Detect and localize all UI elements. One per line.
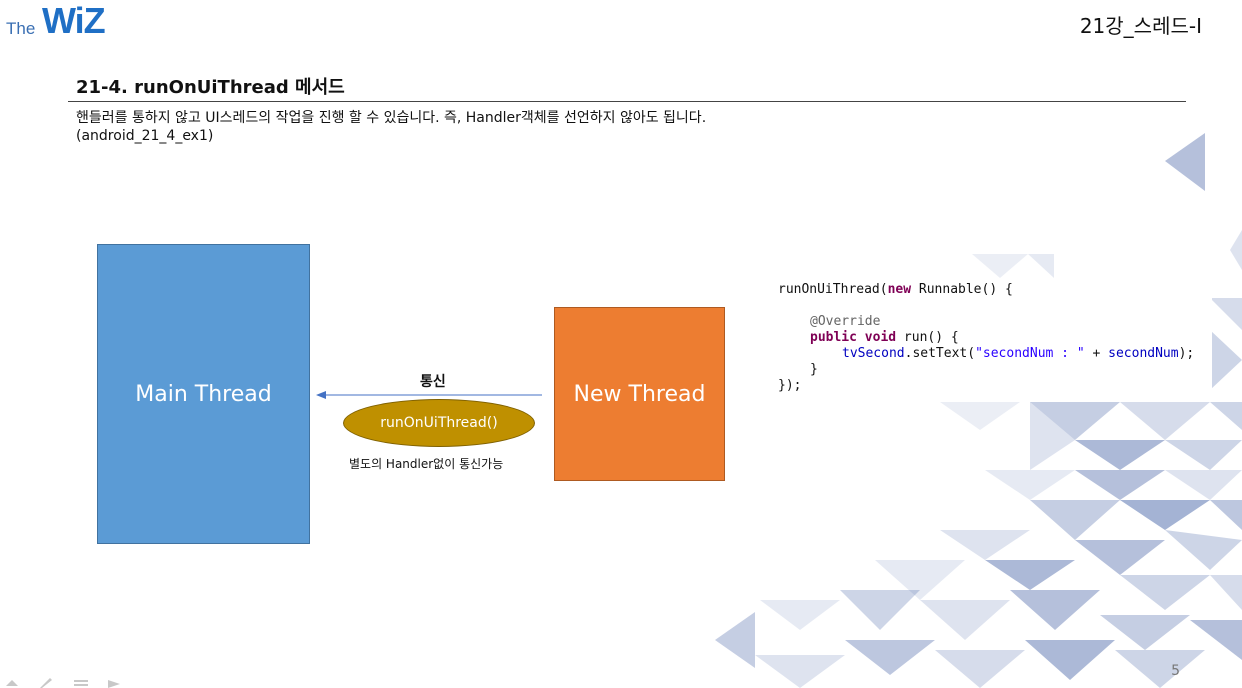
prev-slide-icon <box>6 680 18 686</box>
diagram-note: 별도의 Handler없이 통신가능 <box>349 457 504 471</box>
method-label: runOnUiThread() <box>380 415 498 431</box>
menu-icon <box>74 680 88 682</box>
section-title: 21-4. runOnUiThread 메서드 <box>76 77 345 98</box>
run-on-ui-thread-ellipse: runOnUiThread() <box>343 399 535 447</box>
code-snippet: runOnUiThread(new Runnable() { @Override… <box>772 280 1212 400</box>
main-thread-label: Main Thread <box>135 381 272 407</box>
logo-wiz-text: WiZ <box>42 0 106 41</box>
code-line-4: tvSecond.setText("secondNum : " + second… <box>842 346 1195 361</box>
communication-label: 통신 <box>420 374 446 390</box>
new-thread-box: New Thread <box>554 307 725 481</box>
description-line-1: 핸들러를 통하지 않고 UI스레드의 작업을 진행 할 수 있습니다. 즉, H… <box>76 110 707 126</box>
logo-the-text: The <box>6 19 36 38</box>
slide-nav-controls[interactable] <box>4 676 124 688</box>
code-line-5: } <box>810 362 818 377</box>
section-description: 핸들러를 통하지 않고 UI스레드의 작업을 진행 할 수 있습니다. 즉, H… <box>76 109 706 145</box>
title-divider <box>68 101 1186 102</box>
pen-icon <box>40 678 52 688</box>
thewiz-logo: The WiZ <box>4 0 114 42</box>
code-line-1: runOnUiThread(new Runnable() { <box>778 282 1013 297</box>
code-line-2: @Override <box>810 314 881 329</box>
next-slide-icon <box>108 680 120 688</box>
code-line-3: public void run() { <box>810 330 959 345</box>
description-line-2: (android_21_4_ex1) <box>76 128 214 144</box>
slide-nav-icons <box>6 678 120 688</box>
lecture-title: 21강_스레드-I <box>1079 14 1202 38</box>
page-number: 5 <box>1171 663 1180 679</box>
new-thread-label: New Thread <box>573 381 706 407</box>
communication-arrow <box>316 391 542 399</box>
main-thread-box: Main Thread <box>97 244 310 544</box>
code-line-6: }); <box>778 378 802 393</box>
